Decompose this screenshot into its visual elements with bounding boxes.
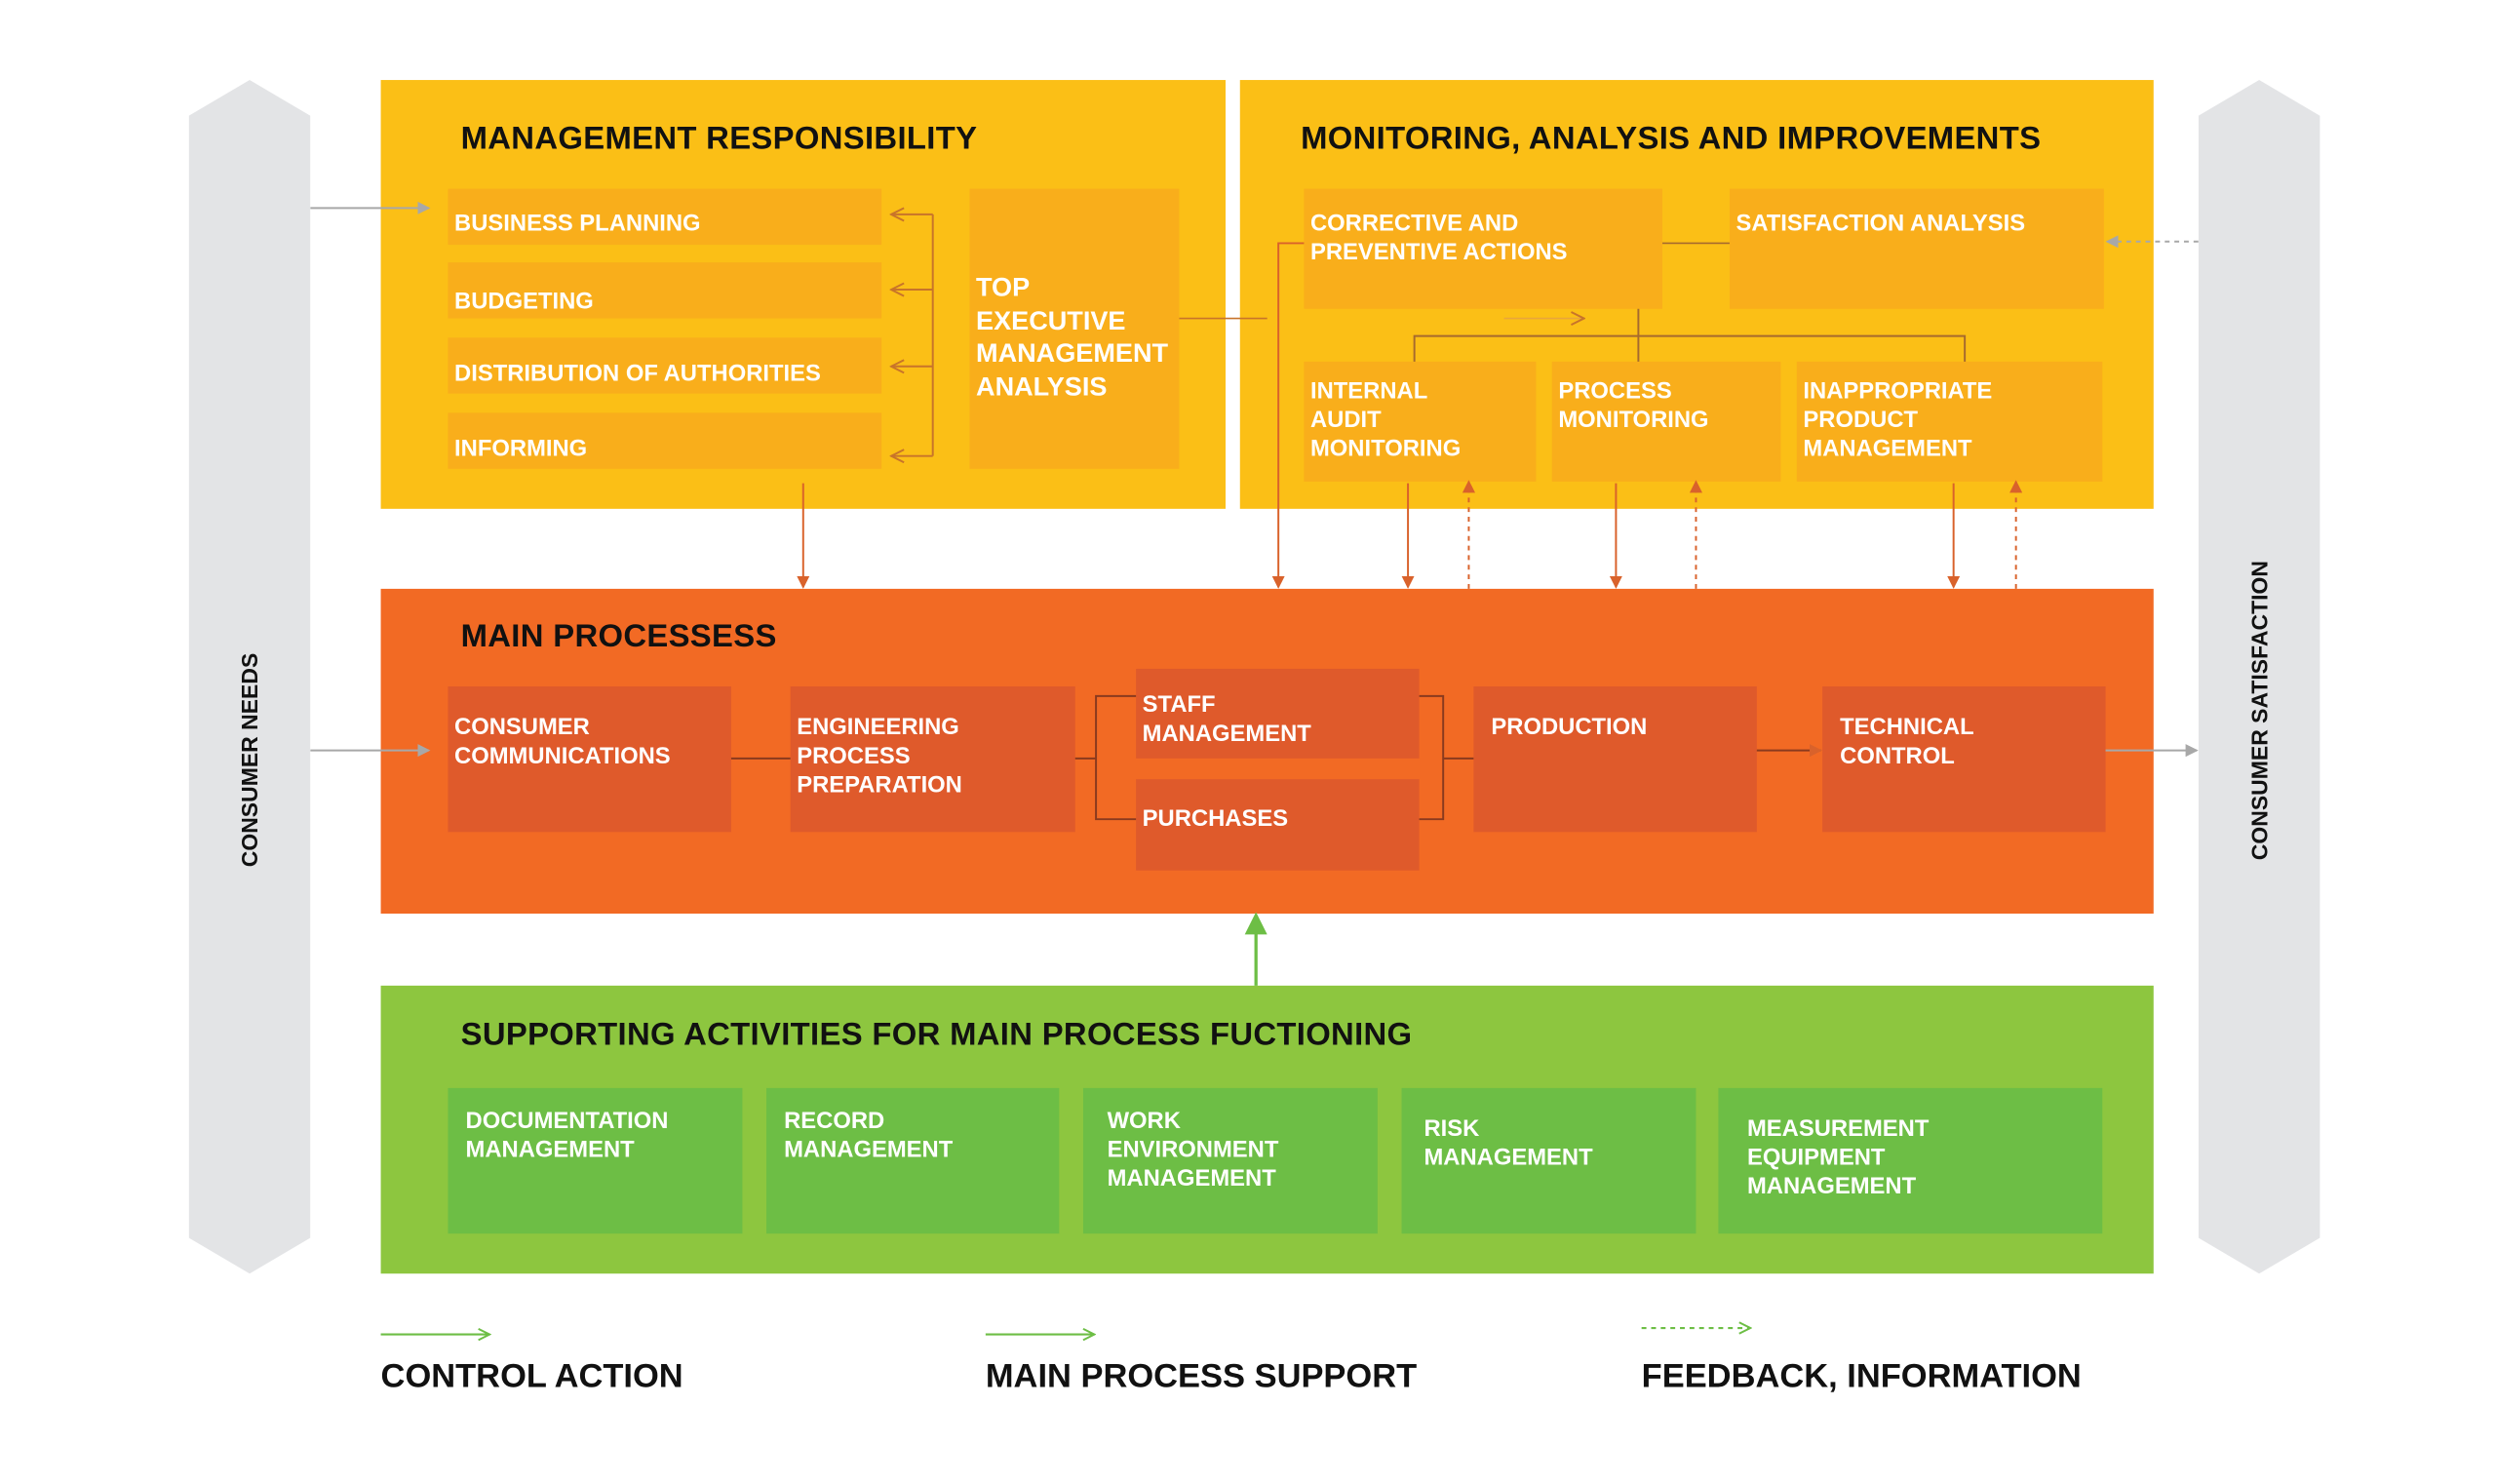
corrective-preventive-box: CORRECTIVE AND PREVENTIVE ACTIONS (1304, 188, 1662, 309)
business-planning-label: BUSINESS PLANNING (454, 211, 701, 237)
process-monitoring-label: PROCESS MONITORING (1558, 378, 1709, 434)
management-responsibility-title: MANAGEMENT RESPONSIBILITY (460, 121, 978, 157)
production-label: PRODUCTION (1491, 715, 1648, 741)
internal-audit-label: INTERNAL AUDIT MONITORING (1309, 378, 1462, 463)
record-management-box: RECORD MANAGEMENT (766, 1087, 1060, 1234)
process-monitoring-box: PROCESS MONITORING (1551, 361, 1781, 482)
legend-main-process-support: MAIN PROCESS SUPPORT (985, 1358, 1418, 1395)
business-planning-box: BUSINESS PLANNING (448, 188, 882, 246)
informing-label: INFORMING (454, 436, 588, 463)
main-processes-title: MAIN PROCESSESS (460, 619, 777, 655)
consumer-satisfaction-bar (2198, 80, 2320, 1274)
top-executive-analysis-label: TOP EXECUTIVE MANAGEMENT ANALYSIS (976, 273, 1169, 402)
supporting-activities-title: SUPPORTING ACTIVITIES FOR MAIN PROCESS F… (460, 1017, 1413, 1053)
top-executive-analysis-box: TOP EXECUTIVE MANAGEMENT ANALYSIS (969, 188, 1180, 469)
documentation-management-box: DOCUMENTATION MANAGEMENT (448, 1087, 743, 1234)
satisfaction-analysis-label: SATISFACTION ANALYSIS (1736, 211, 2026, 237)
purchases-box: PURCHASES (1136, 779, 1420, 871)
work-environment-box: WORK ENVIRONMENT MANAGEMENT (1082, 1087, 1378, 1234)
budgeting-label: BUDGETING (454, 290, 594, 316)
record-management-label: RECORD MANAGEMENT (784, 1109, 954, 1164)
consumer-communications-box: CONSUMER COMMUNICATIONS (448, 685, 731, 833)
staff-management-label: STAFF MANAGEMENT (1142, 692, 1311, 748)
measurement-equipment-label: MEASUREMENT EQUIPMENT MANAGEMENT (1746, 1116, 1930, 1200)
consumer-communications-label: CONSUMER COMMUNICATIONS (454, 715, 671, 770)
satisfaction-analysis-box: SATISFACTION ANALYSIS (1729, 188, 2104, 309)
internal-audit-box: INTERNAL AUDIT MONITORING (1304, 361, 1537, 482)
monitoring-title: MONITORING, ANALYSIS AND IMPROVEMENTS (1301, 121, 2042, 157)
measurement-equipment-box: MEASUREMENT EQUIPMENT MANAGEMENT (1718, 1087, 2103, 1234)
consumer-needs-bar (188, 80, 311, 1274)
distribution-of-authorities-label: DISTRIBUTION OF AUTHORITIES (454, 361, 821, 388)
budgeting-box: BUDGETING (448, 262, 882, 319)
distribution-of-authorities-box: DISTRIBUTION OF AUTHORITIES (448, 337, 882, 394)
engineering-preparation-box: ENGINEERING PROCESS PREPARATION (790, 685, 1075, 833)
informing-box: INFORMING (448, 412, 882, 469)
technical-control-box: TECHNICAL CONTROL (1822, 685, 2106, 833)
engineering-preparation-label: ENGINEERING PROCESS PREPARATION (797, 715, 962, 799)
legend-feedback-information: FEEDBACK, INFORMATION (1641, 1358, 2082, 1395)
risk-management-box: RISK MANAGEMENT (1401, 1087, 1696, 1234)
risk-management-label: RISK MANAGEMENT (1424, 1116, 1593, 1172)
purchases-label: PURCHASES (1142, 806, 1289, 833)
work-environment-label: WORK ENVIRONMENT MANAGEMENT (1107, 1109, 1279, 1192)
inappropriate-product-label: INAPPROPRIATE PRODUCT MANAGEMENT (1803, 378, 1993, 463)
consumer-satisfaction-label: CONSUMER SATISFACTION (2245, 561, 2273, 861)
consumer-needs-label: CONSUMER NEEDS (236, 652, 263, 868)
documentation-management-label: DOCUMENTATION MANAGEMENT (465, 1109, 669, 1164)
corrective-preventive-label: CORRECTIVE AND PREVENTIVE ACTIONS (1309, 211, 1568, 266)
technical-control-label: TECHNICAL CONTROL (1840, 715, 1974, 770)
staff-management-box: STAFF MANAGEMENT (1136, 668, 1420, 759)
legend-control-action: CONTROL ACTION (380, 1358, 683, 1395)
inappropriate-product-box: INAPPROPRIATE PRODUCT MANAGEMENT (1796, 361, 2103, 482)
production-box: PRODUCTION (1473, 685, 1757, 833)
